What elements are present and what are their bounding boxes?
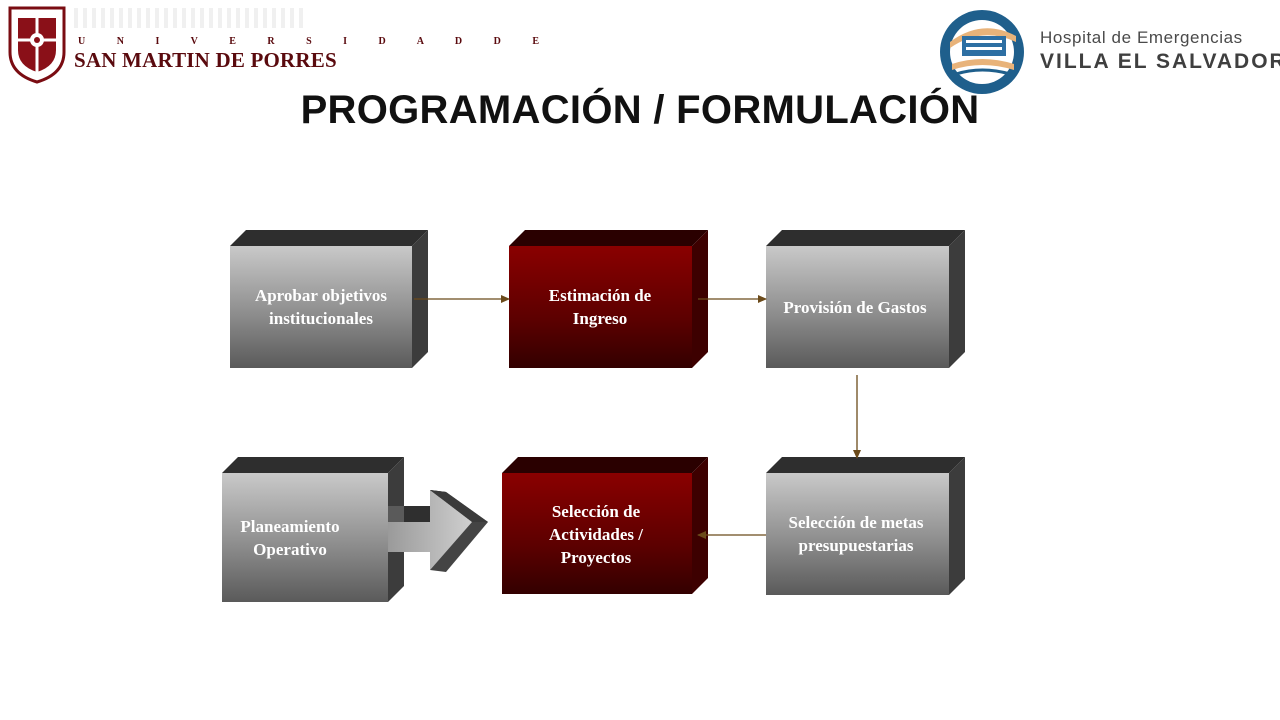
page-title: PROGRAMACIÓN / FORMULACIÓN xyxy=(300,88,980,132)
node-aprobar-label: Aprobar objetivos institucionales xyxy=(254,286,388,328)
hospital-emblem-icon xyxy=(940,10,1024,94)
node-metas-label: Selección de metas presupuestarias xyxy=(788,513,924,555)
usmp-logo: U N I V E R S I D A D D E SAN MARTIN DE … xyxy=(6,4,539,84)
node-planeamiento xyxy=(222,457,404,602)
usmp-decoration xyxy=(74,8,304,28)
node-seleccion xyxy=(502,457,708,594)
usmp-line1: U N I V E R S I D A D D E xyxy=(78,36,554,47)
hospital-line1: Hospital de Emergencias xyxy=(1040,28,1243,47)
usmp-seal-icon xyxy=(8,6,66,84)
node-estimacion xyxy=(509,230,708,368)
node-provision-label: Provisión de Gastos xyxy=(783,297,927,317)
node-seleccion-label: Selección de Actividades / Proyectos xyxy=(549,501,643,567)
hospital-logo: Hospital de Emergencias VILLA EL SALVADO… xyxy=(936,6,1280,96)
node-planeamiento-label: Planeamiento Operativo xyxy=(240,517,340,559)
edge-planeamiento-seleccion xyxy=(388,490,488,572)
usmp-line2: SAN MARTIN DE PORRES xyxy=(74,48,337,72)
hospital-line2: VILLA EL SALVADOR xyxy=(1040,50,1280,73)
node-estimacion-label: Estimación de Ingreso xyxy=(548,286,652,328)
node-metas xyxy=(766,457,965,595)
node-provision xyxy=(766,230,965,368)
node-aprobar xyxy=(230,230,428,368)
